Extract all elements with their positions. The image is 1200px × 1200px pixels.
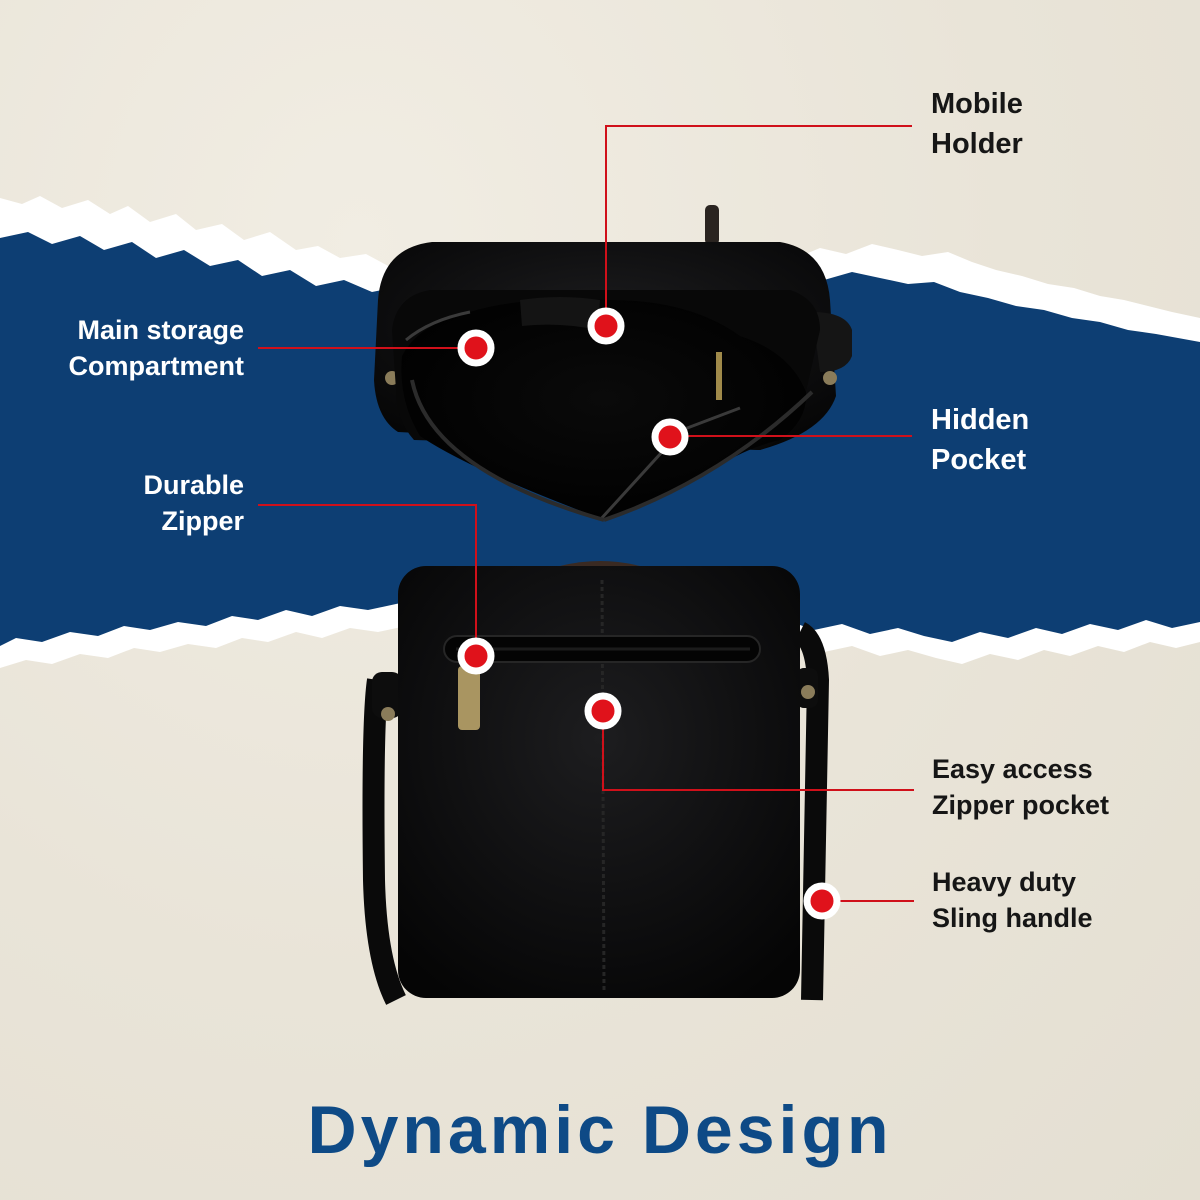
callout-durable-zipper: Durable Zipper — [20, 467, 244, 539]
callout-marker-icon — [584, 692, 622, 730]
callout-line: Zipper — [161, 506, 244, 536]
callout-line: Mobile — [931, 88, 1023, 120]
callout-line: Hidden — [931, 404, 1030, 436]
callout-line: Easy access — [932, 754, 1093, 784]
callout-line: Heavy duty — [932, 867, 1077, 897]
callout-main-storage: Main storage Compartment — [20, 312, 244, 384]
callout-line: Holder — [931, 128, 1023, 160]
callout-marker-icon — [803, 882, 841, 920]
callout-marker-icon — [651, 418, 689, 456]
callout-line: Pocket — [931, 444, 1027, 476]
callout-line: Sling handle — [932, 903, 1093, 933]
callout-mobile-holder: Mobile Holder — [931, 84, 1023, 164]
open-bag-top-view — [374, 205, 852, 522]
callout-line: Main storage — [77, 315, 244, 345]
callout-hidden-pocket: Hidden Pocket — [931, 400, 1029, 480]
callout-line: Compartment — [68, 351, 244, 381]
callout-easy-access: Easy access Zipper pocket — [932, 751, 1109, 823]
callout-marker-icon — [587, 307, 625, 345]
closed-bag-front-view — [362, 561, 830, 1005]
callout-heavy-duty: Heavy duty Sling handle — [932, 864, 1093, 936]
callout-marker-icon — [457, 329, 495, 367]
callout-line: Zipper pocket — [932, 790, 1110, 820]
callout-leaders — [258, 125, 914, 902]
page-title: Dynamic Design — [307, 1092, 893, 1168]
callout-marker-icon — [457, 637, 495, 675]
callout-line: Durable — [143, 470, 244, 500]
